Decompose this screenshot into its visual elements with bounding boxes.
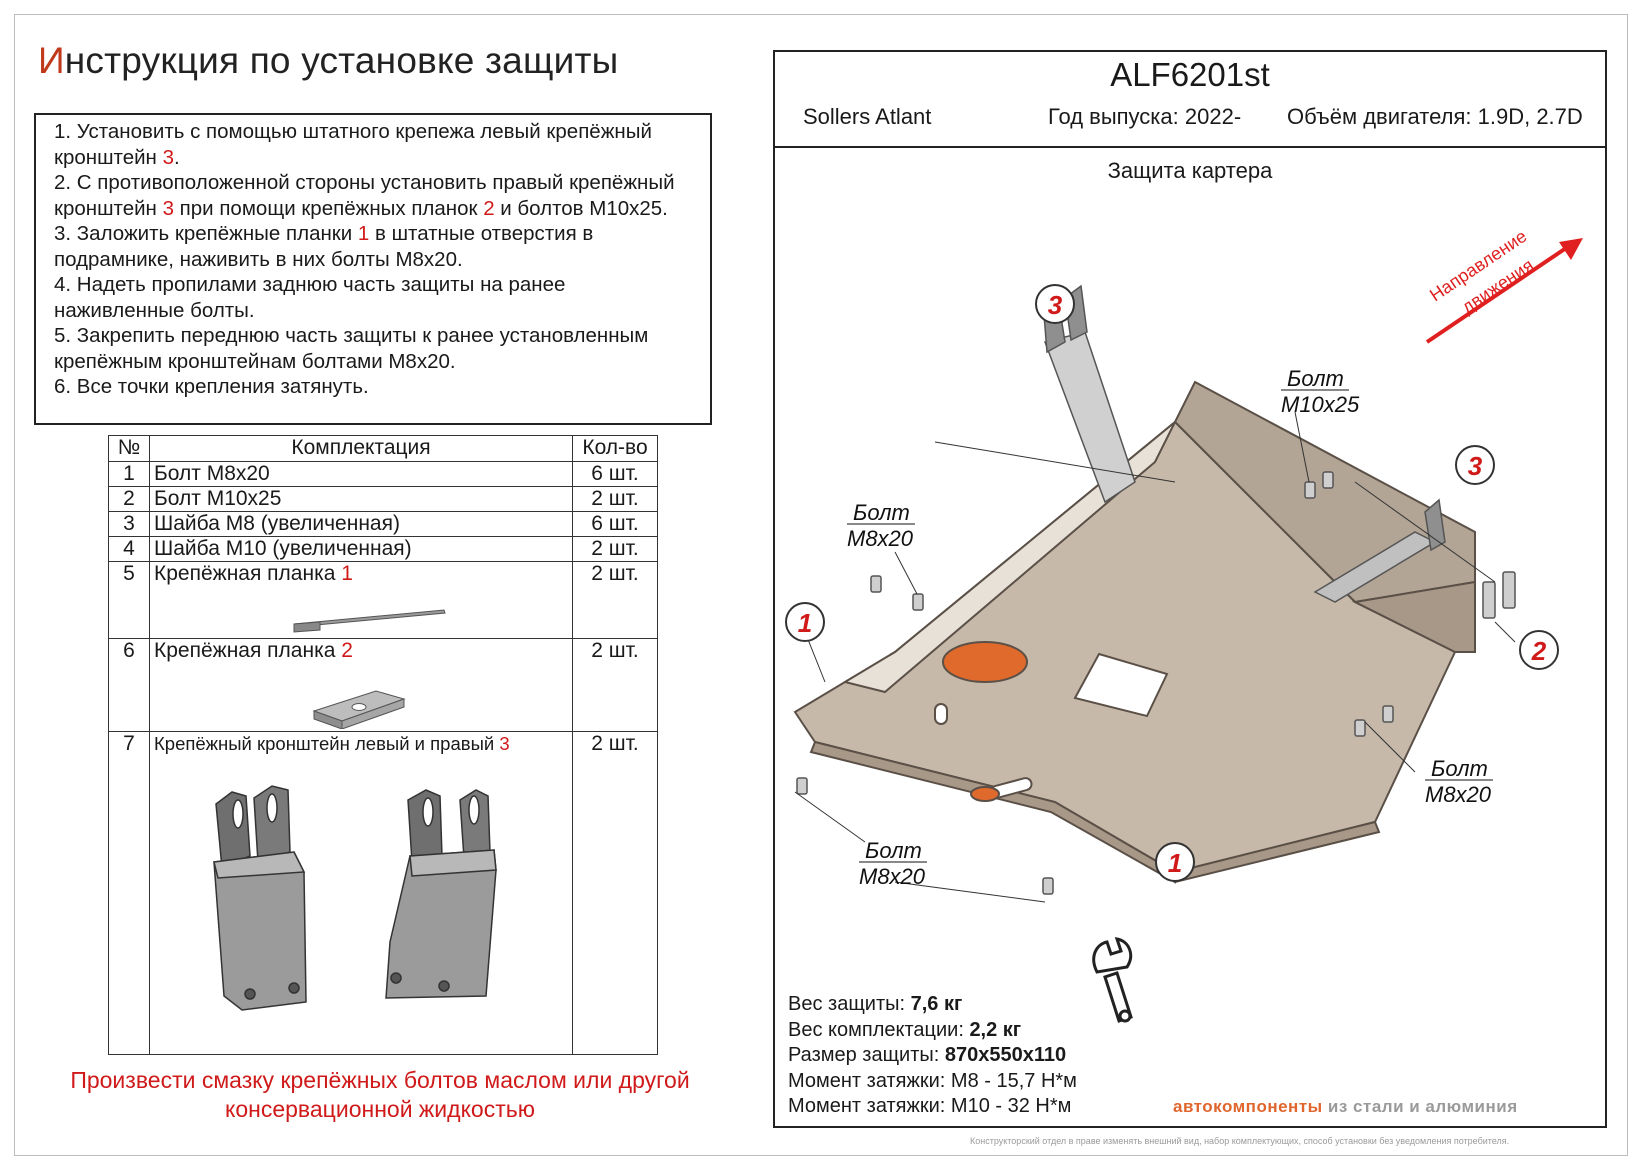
callout-3a: 3 (1048, 290, 1063, 320)
spec-size: Размер защиты: 870х550х110 (788, 1044, 1067, 1066)
spec-torque-m8: Момент затяжки: М8 - 15,7 Н*м (788, 1069, 1077, 1092)
col-num: № (108, 435, 150, 462)
product-code: ALF6201st (1110, 56, 1270, 93)
bolt-label-size: М8х20 (1425, 782, 1492, 807)
table-row: 5 Крепёжная планка 1 2 шт. (108, 561, 658, 639)
product-specs: Вес защиты: 7,6 кг Вес комплектации: 2,2… (788, 992, 1077, 1120)
callout-1a: 1 (798, 608, 812, 638)
product-header: ALF6201st Sollers Atlant Год выпуска: 20… (775, 52, 1605, 148)
product-subtitle: Защита картера (1107, 158, 1273, 183)
bolts-group (796, 471, 1516, 895)
table-row: 7 Крепёжный кронштейн левый и правый 3 (108, 731, 658, 1055)
bolt-label-word: Болт (853, 500, 910, 525)
installation-steps: 1. Установить с помощью штатного крепежа… (34, 113, 712, 425)
step-6: 6. Все точки крепления затянуть. (54, 375, 369, 398)
step-5: 5. Закрепить переднюю часть защиты к ран… (54, 324, 649, 373)
step-3: 3. Заложить крепёжные планки 1 в штатные… (54, 222, 594, 271)
page-title: Инструкция по установке защиты (38, 40, 619, 81)
bolt-label-size: М8х20 (859, 864, 926, 889)
product-panel: ALF6201st Sollers Atlant Год выпуска: 20… (773, 50, 1607, 1128)
table-row: 6 Крепёжная планка 2 2 шт. (108, 638, 658, 732)
diagram-bracket-right (1313, 498, 1446, 603)
engine-volume: Объём двигателя: 1.9D, 2.7D (1287, 104, 1583, 129)
col-name: Комплектация (149, 435, 573, 462)
spec-weight: Вес защиты: 7,6 кг (788, 993, 963, 1015)
leader-lines (794, 411, 1516, 903)
bolt-label-size: М8х20 (847, 526, 914, 551)
model-year: Год выпуска: 2022- (1048, 104, 1242, 129)
bolt-label-word: Болт (1287, 366, 1344, 391)
assembly-diagram: Направление движения (785, 226, 1583, 1023)
wrench-icon (1092, 937, 1133, 1023)
mounting-plate-2-image (312, 690, 406, 729)
bolt-label-word: Болт (865, 838, 922, 863)
callout-2: 2 (1531, 636, 1547, 666)
mounting-strip-1-image (293, 609, 446, 633)
vehicle-model: Sollers Atlant (803, 104, 932, 129)
bolt-label-size: М10х25 (1281, 392, 1360, 417)
page-border (14, 14, 1628, 1156)
skid-plate (793, 380, 1476, 884)
brackets-3-image (213, 785, 497, 1011)
direction-arrow: Направление движения (1425, 226, 1583, 344)
kit-table-header: № Комплектация Кол-во (108, 435, 658, 462)
lubrication-note: Произвести смазку крепёжных болтов масло… (70, 1067, 690, 1122)
step-1: 1. Установить с помощью штатного крепежа… (54, 120, 652, 169)
step-4: 4. Надеть пропилами заднюю часть защиты … (54, 273, 566, 322)
col-qty: Кол-во (572, 435, 658, 462)
brand-tagline: автокомпоненты из стали и алюминия (1173, 1097, 1518, 1116)
step-2: 2. С противоположенной стороны установит… (54, 171, 675, 220)
footer-disclaimer: Конструкторский отдел в праве изменять в… (970, 1136, 1510, 1146)
spec-torque-m10: Момент затяжки: М10 - 32 Н*м (788, 1095, 1072, 1117)
callout-1b: 1 (1168, 848, 1182, 878)
callout-3b: 3 (1468, 451, 1483, 481)
bolt-label-word: Болт (1431, 756, 1488, 781)
spec-kit-weight: Вес комплектации: 2,2 кг (788, 1018, 1022, 1041)
